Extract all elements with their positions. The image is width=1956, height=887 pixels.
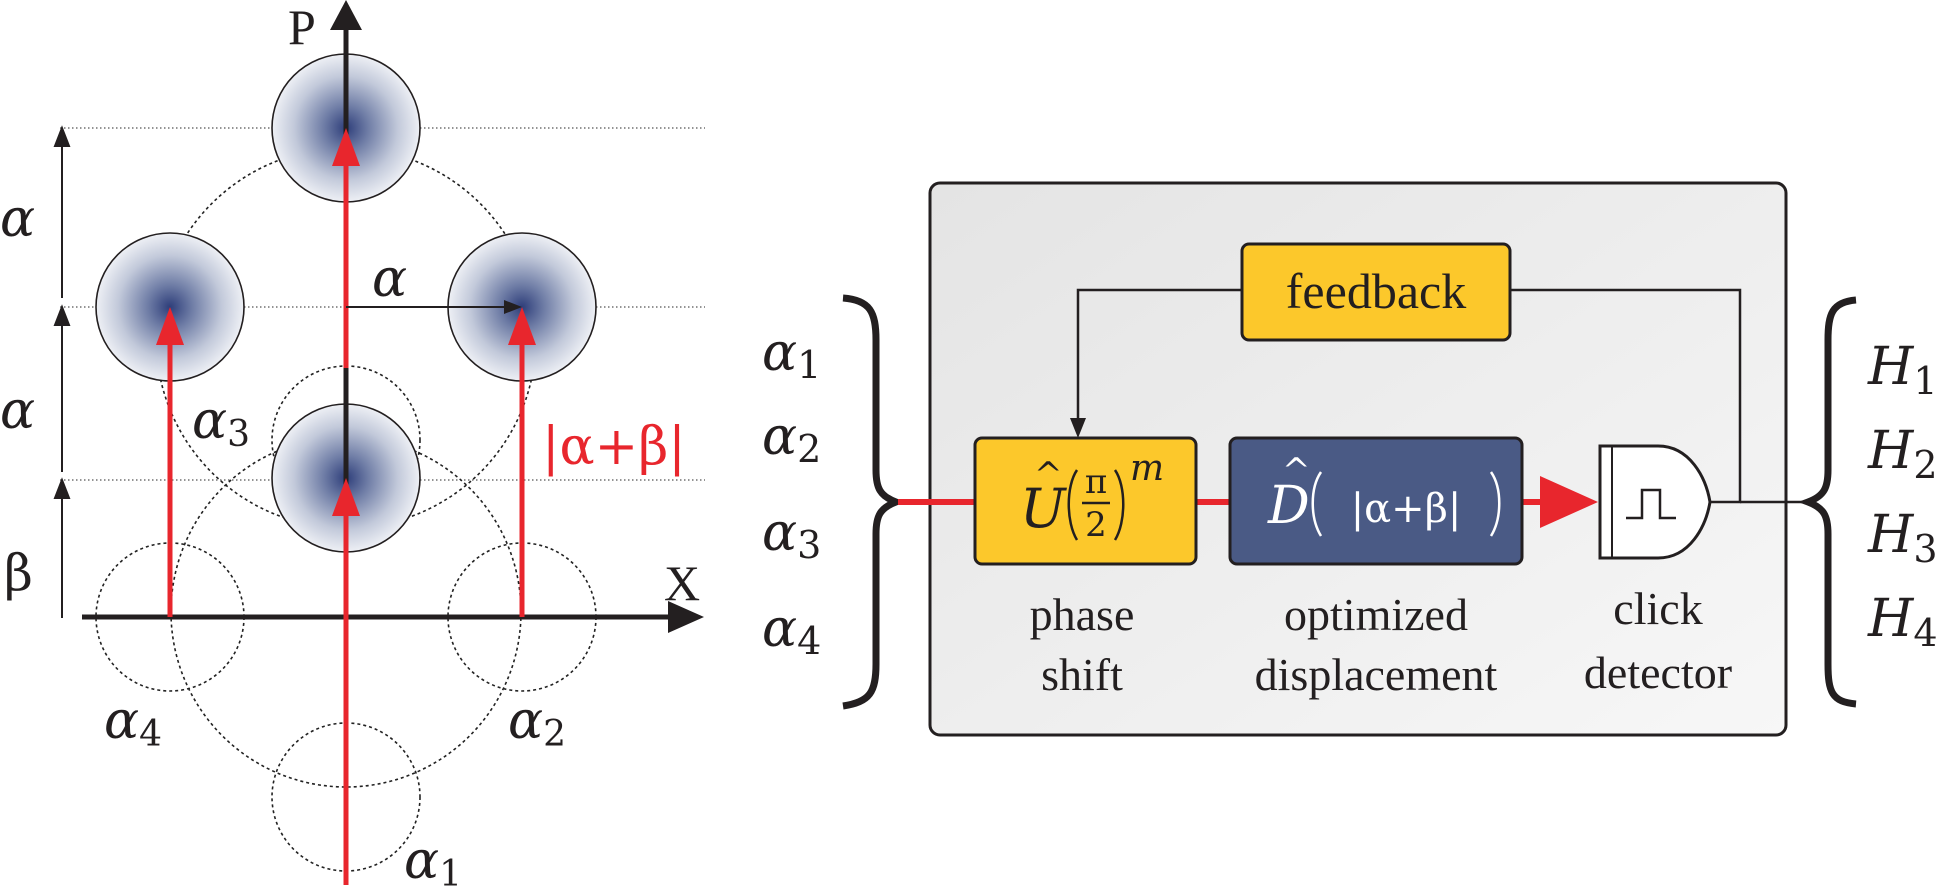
svg-text:π: π: [1085, 462, 1107, 502]
click-detector-icon: [1598, 444, 1712, 560]
svg-text:2: 2: [1085, 505, 1107, 545]
state-label-alpha2: α2: [508, 691, 566, 755]
signal-arrowhead: [1540, 476, 1598, 528]
input-label-3: α3: [762, 503, 821, 567]
detector-caption-1: click: [1613, 583, 1702, 634]
dimension-label-beta: β: [4, 544, 33, 602]
dimension-label-alpha-mid: α: [0, 381, 35, 441]
detector-caption-2: detector: [1584, 647, 1732, 698]
input-label-2: α2: [762, 407, 821, 471]
svg-text:m: m: [1130, 448, 1164, 489]
feedback-wire-control: [1076, 288, 1242, 420]
phase-shift-box: [973, 436, 1198, 566]
displacement-operator: D ^ |α+β|: [1267, 451, 1501, 537]
input-label-4: α4: [762, 599, 821, 663]
red-arrowhead-top: [332, 128, 360, 166]
receiver-diagram: α1 α2 α3 α4 feedback U ^ π 2: [762, 181, 1938, 737]
input-label-1: α1: [762, 323, 821, 387]
pulse-icon: [1626, 488, 1676, 520]
state-label-alpha3: α3: [192, 391, 250, 455]
svg-text:^: ^: [1282, 451, 1311, 491]
x-axis: [82, 601, 704, 633]
output-label-1: H1: [1867, 337, 1938, 403]
alpha-arrow-label: α: [372, 249, 407, 309]
phase-shift-caption-2: shift: [1041, 649, 1123, 700]
output-label-3: H3: [1867, 505, 1938, 571]
input-brace: [842, 294, 906, 710]
red-arrows: [156, 128, 536, 885]
dimension-arrows: [53, 125, 71, 618]
red-arrowhead-left: [156, 307, 184, 345]
output-hypotheses: H1 H2 H3 H4: [1867, 337, 1938, 655]
output-label-4: H4: [1867, 589, 1938, 655]
svg-text:U: U: [1020, 477, 1067, 540]
displacement-caption-1: optimized: [1284, 589, 1468, 640]
state-label-alpha1: α1: [404, 831, 462, 887]
p-axis-label: P: [288, 0, 316, 55]
red-arrowhead-right: [508, 307, 536, 345]
amplitude-label: |α+β|: [542, 417, 686, 477]
input-states: α1 α2 α3 α4: [762, 323, 821, 663]
x-axis-label: X: [664, 555, 700, 611]
displacement-box: [1228, 436, 1524, 566]
feedback-box: [1240, 242, 1512, 342]
phase-space-diagram: P X α α β α |α+β| α1 α2 α3 α4: [0, 0, 705, 887]
dimension-label-alpha-top: α: [0, 189, 35, 249]
phase-shift-operator: U ^ π 2 m: [1020, 448, 1164, 545]
output-label-2: H2: [1867, 421, 1938, 487]
feedback-wire-return: [1510, 288, 1742, 504]
red-arrowhead-center: [332, 478, 360, 516]
displacement-caption-2: displacement: [1255, 649, 1498, 700]
feedback-arrowhead: [1070, 418, 1086, 438]
svg-text:^: ^: [1034, 455, 1063, 495]
phase-shift-caption-1: phase: [1030, 589, 1135, 640]
svg-text:|α+β|: |α+β|: [1351, 486, 1462, 532]
feedback-label: feedback: [1286, 263, 1466, 319]
state-label-alpha4: α4: [104, 691, 162, 755]
alpha-displacement-arrow: [346, 300, 522, 314]
output-brace: [1798, 296, 1857, 708]
svg-text:D: D: [1267, 476, 1310, 536]
